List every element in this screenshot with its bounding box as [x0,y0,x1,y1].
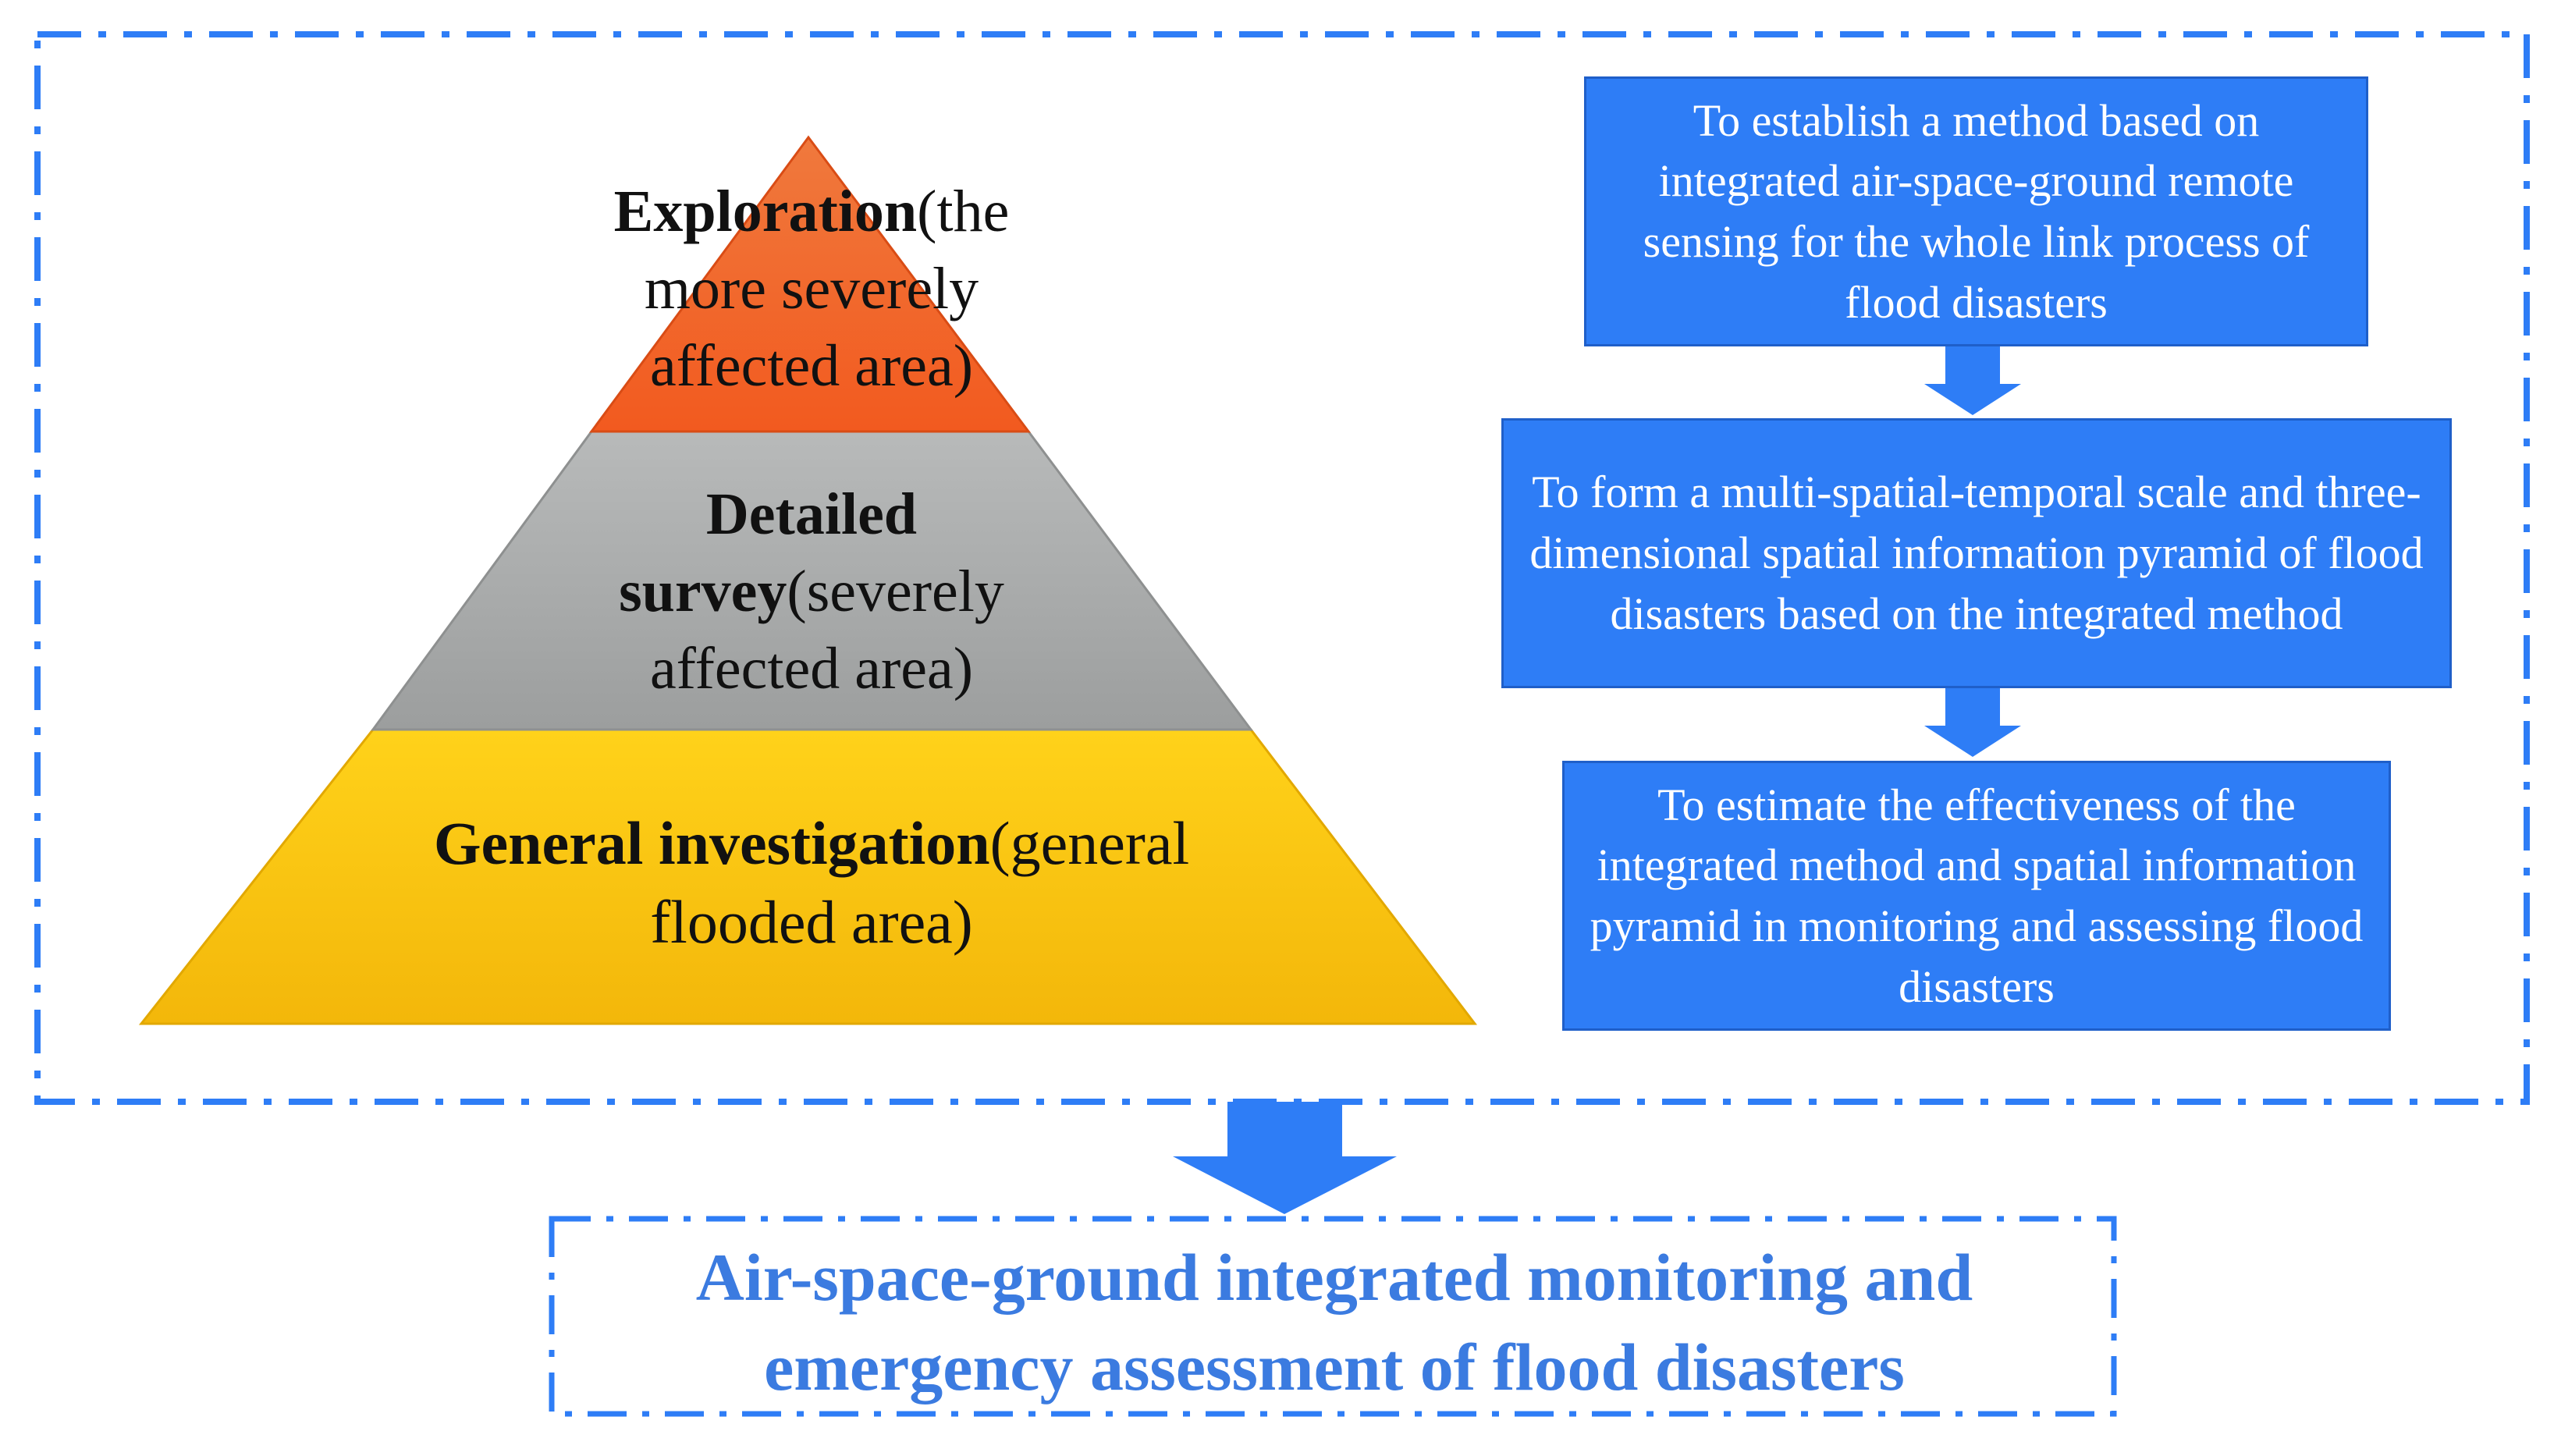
pyramid-middle-label: Detailed survey(severely affected area) [531,476,1092,707]
step-box-1: To establish a method based on integrate… [1584,76,2368,346]
step-box-2: To form a multi-spatial-temporal scale a… [1501,418,2452,688]
step-box-3-text: To estimate the effectiveness of the int… [1590,779,2364,1012]
pyramid-top-label-bold: Exploration [613,179,918,244]
pyramid-top-label: Exploration(the more severely affected a… [577,173,1046,404]
outer-dashed-frame [34,31,2530,1105]
pyramid-top-label-rest: (the more severely affected area) [644,179,1010,399]
step-box-3: To estimate the effectiveness of the int… [1562,761,2391,1031]
pyramid-bottom-label-rest: (general flooded area) [650,809,1190,957]
pyramid-middle-label-bold: Detailed survey [619,481,918,624]
result-title: Air-space-ground integrated monitoring a… [695,1240,1973,1405]
arrow-down-2 [1924,688,2021,757]
pyramid-bottom-label-bold: General investigation [433,809,990,877]
arrow-down-main [1173,1102,1397,1214]
step-box-1-text: To establish a method based on integrate… [1643,94,2310,328]
pyramid-bottom-label: General investigation(general flooded ar… [343,804,1280,962]
pyramid-middle-label-rest: (severely affected area) [649,558,1004,701]
pyramid-top-layer [589,135,1031,433]
arrow-down-1 [1924,346,2021,415]
step-box-2-text: To form a multi-spatial-temporal scale a… [1529,467,2424,639]
result-dashed-frame [549,1216,2117,1417]
